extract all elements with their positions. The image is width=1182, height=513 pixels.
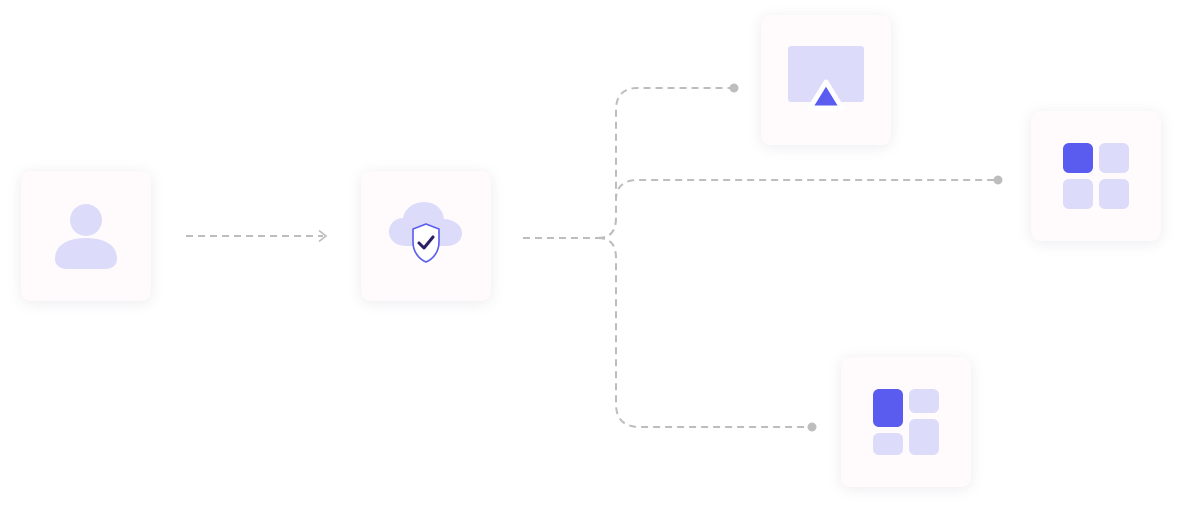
- node-cloud-security: [361, 171, 491, 301]
- dashboard-grid-icon: [873, 389, 939, 455]
- node-dashboard-grid: [841, 357, 971, 487]
- connector-branch-grid-b: [597, 237, 810, 428]
- connector-end-dot-grid-b: [807, 422, 817, 432]
- node-app-grid: [1031, 111, 1161, 241]
- node-user: [21, 171, 151, 301]
- arrowhead-icon: [318, 229, 328, 243]
- screen-upload-icon: [788, 46, 864, 111]
- connector-end-dot-grid-a: [993, 175, 1003, 185]
- connector-end-dot-screen: [729, 83, 739, 93]
- cloud-shield-check-icon: [389, 202, 462, 263]
- user-icon: [55, 204, 117, 269]
- connector-branch-grid-a: [597, 179, 996, 239]
- app-grid-icon: [1063, 143, 1129, 209]
- node-screen: [761, 15, 891, 145]
- connector-branch-screen: [597, 87, 733, 239]
